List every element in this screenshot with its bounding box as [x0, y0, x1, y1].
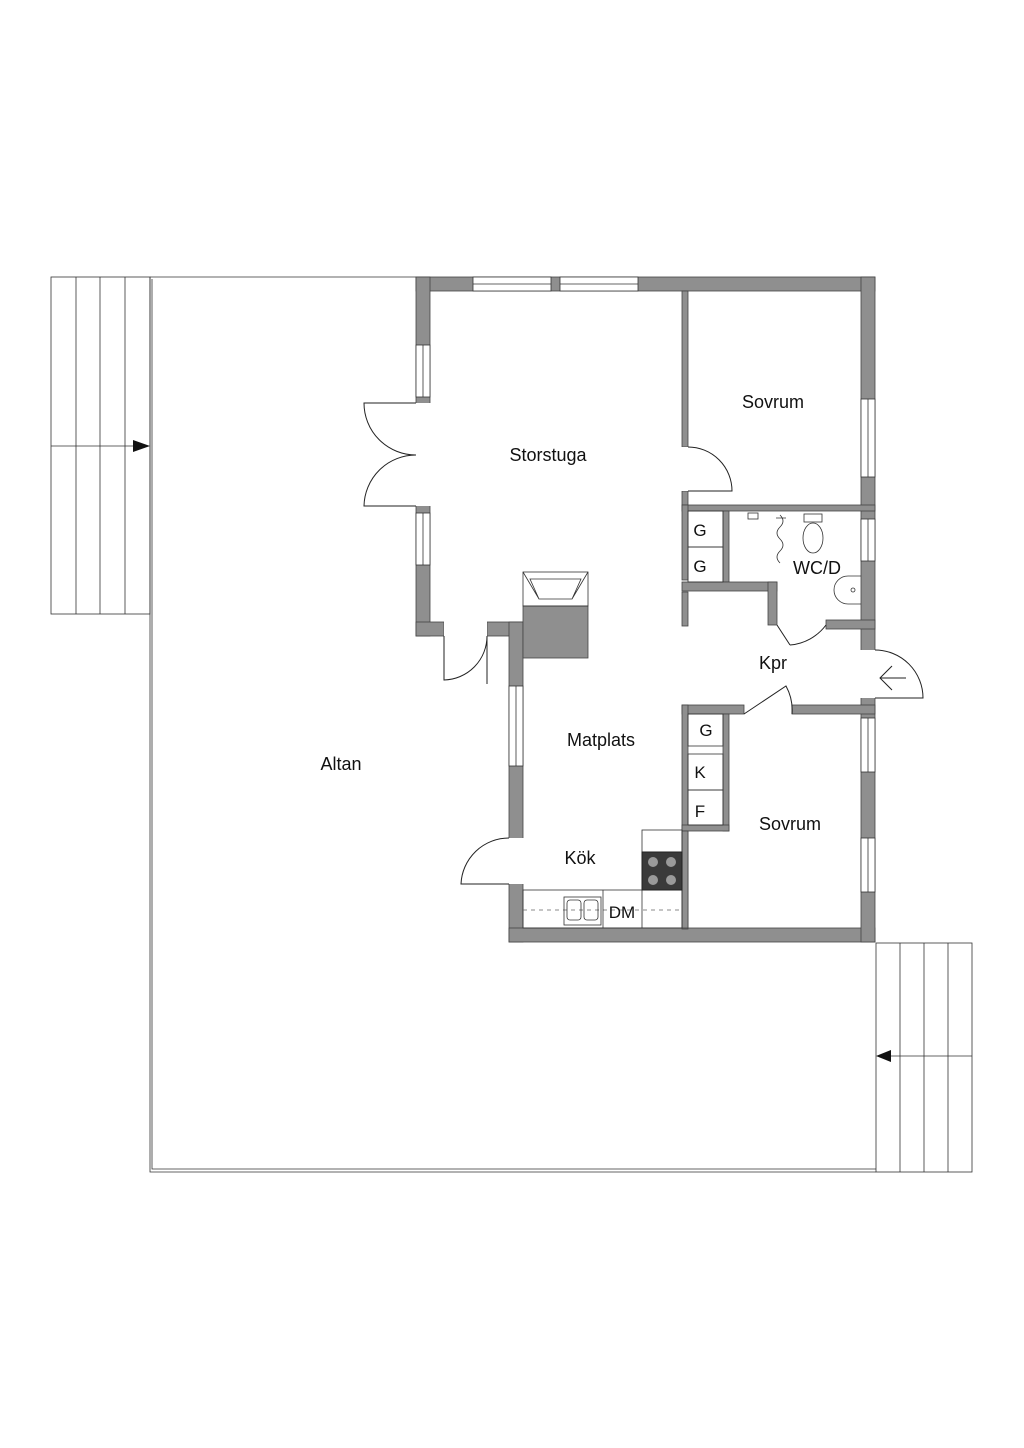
closet-label-g1: G: [693, 521, 706, 540]
shower-icon: [776, 514, 786, 564]
entrance-arrow-icon: [879, 665, 906, 691]
room-label-kpr: Kpr: [759, 653, 787, 673]
closets: [687, 510, 724, 826]
stairs-right: [875, 942, 973, 1173]
dishwasher-label: DM: [609, 903, 635, 922]
room-label-altan: Altan: [320, 754, 361, 774]
toilet-icon: [802, 522, 824, 554]
closet-label-g3: G: [699, 721, 712, 740]
exterior-walls: [415, 276, 876, 943]
sink-icon: [563, 896, 602, 926]
room-label-sovrum-top: Sovrum: [742, 392, 804, 412]
room-label-sovrum-bottom: Sovrum: [759, 814, 821, 834]
kitchen-fixtures: [522, 829, 683, 929]
arrow-right-icon: [133, 440, 150, 452]
room-label-storstuga: Storstuga: [509, 445, 587, 465]
closet-label-k: K: [694, 763, 706, 782]
stove-icon: [641, 851, 683, 891]
bathroom-fixtures: [747, 512, 861, 605]
closet-label-g2: G: [693, 557, 706, 576]
arrow-left-icon: [876, 1050, 891, 1062]
room-label-kok: Kök: [564, 848, 596, 868]
fireplace: [522, 571, 589, 659]
doors: [363, 402, 924, 885]
closet-label-f: F: [695, 802, 705, 821]
windows: [415, 276, 876, 893]
room-label-matplats: Matplats: [567, 730, 635, 750]
stairs-left: [50, 276, 151, 615]
sink-icon: [833, 575, 861, 605]
interior-walls: [681, 290, 876, 930]
room-label-wc: WC/D: [793, 558, 841, 578]
